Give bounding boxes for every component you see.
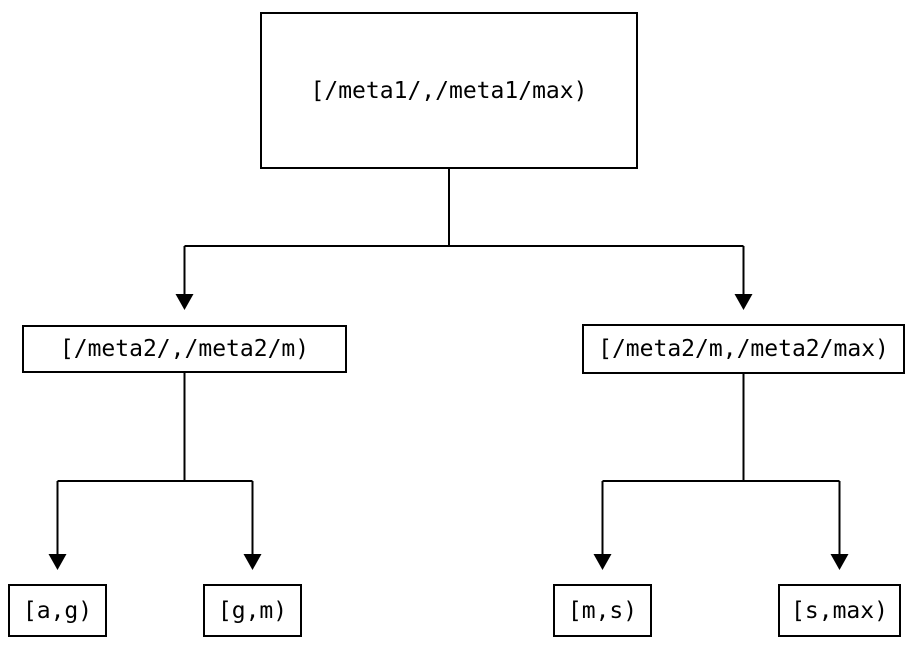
node-meta2-right: [/meta2/m,/meta2/max)	[582, 324, 905, 374]
arrowhead-icon	[48, 554, 67, 570]
node-leaf-gm: [g,m)	[203, 584, 302, 637]
node-leaf-smax: [s,max)	[778, 584, 901, 637]
node-leaf-gm-label: [g,m)	[217, 597, 288, 624]
edge-right-split	[601, 374, 841, 554]
node-leaf-ag-label: [a,g)	[22, 597, 93, 624]
node-leaf-ms-label: [m,s)	[567, 597, 638, 624]
node-root: [/meta1/,/meta1/max)	[260, 12, 638, 169]
node-leaf-smax-label: [s,max)	[791, 597, 888, 624]
edge-root-split	[183, 169, 745, 294]
arrowhead-icon	[830, 554, 849, 570]
node-root-label: [/meta1/,/meta1/max)	[310, 77, 588, 104]
node-meta2-left: [/meta2/,/meta2/m)	[22, 325, 347, 373]
arrowhead-icon	[175, 294, 194, 310]
arrowhead-icon	[243, 554, 262, 570]
arrowhead-icon	[734, 294, 753, 310]
arrowhead-icon	[593, 554, 612, 570]
node-meta2-right-label: [/meta2/m,/meta2/max)	[598, 336, 889, 362]
node-leaf-ag: [a,g)	[8, 584, 107, 637]
edge-left-split	[56, 373, 254, 554]
node-meta2-left-label: [/meta2/,/meta2/m)	[59, 336, 310, 362]
node-leaf-ms: [m,s)	[553, 584, 652, 637]
